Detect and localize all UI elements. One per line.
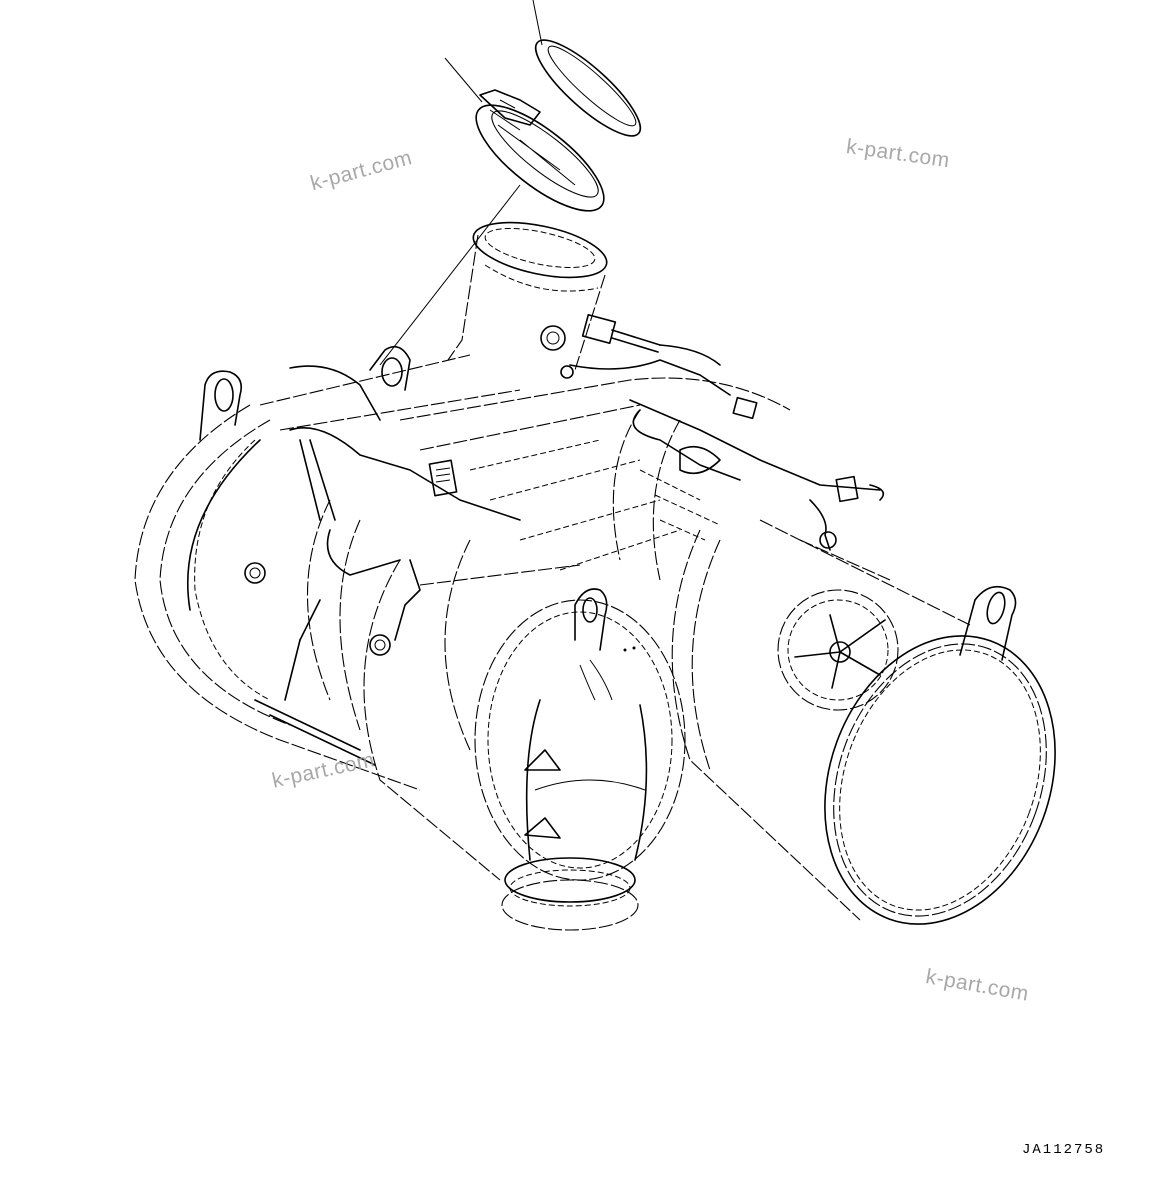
gasket-ring <box>534 39 642 137</box>
middle-canister <box>363 559 686 931</box>
inlet-elbow-pipe <box>447 221 661 379</box>
center-cylinder <box>289 345 791 581</box>
right-canister <box>639 469 1056 925</box>
left-canister <box>134 354 521 791</box>
leader-lines <box>379 0 543 366</box>
wiring-harness <box>284 344 885 701</box>
figure-id: JA112758 <box>1022 1142 1106 1158</box>
clamp-coupling <box>475 89 605 212</box>
